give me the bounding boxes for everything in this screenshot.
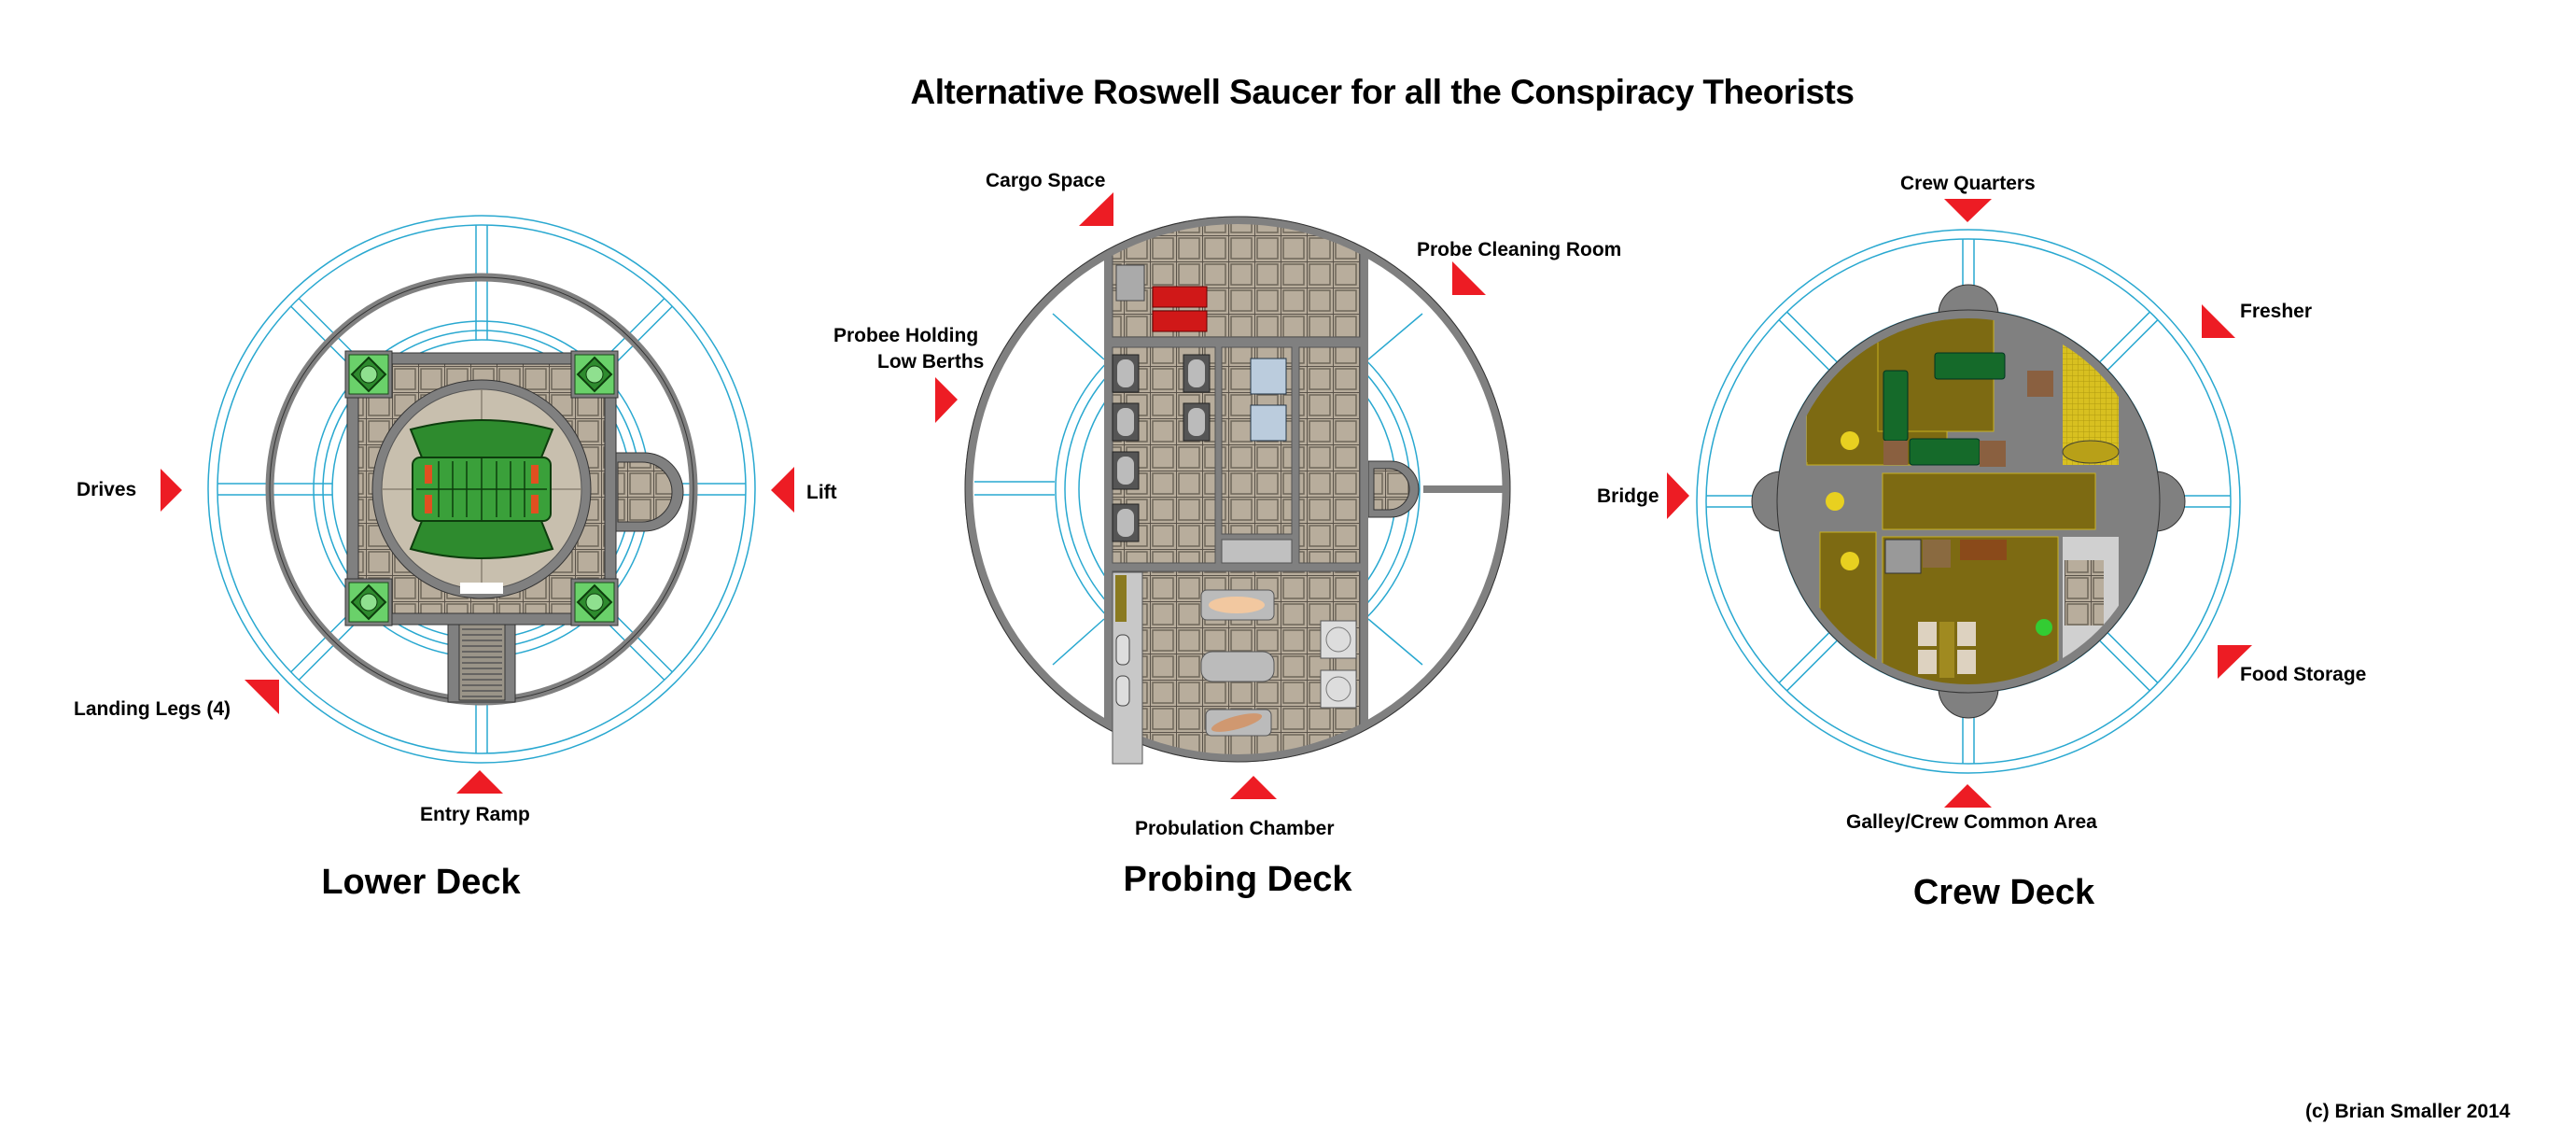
probulation-equipment <box>1112 571 1357 765</box>
central-corridor <box>1882 472 2096 530</box>
deck-title-lower: Lower Deck <box>321 863 521 902</box>
label-food-storage: Food Storage <box>2240 664 2367 685</box>
lower-deck-plan <box>207 215 756 764</box>
landing-legs <box>344 350 619 626</box>
drives <box>409 419 554 559</box>
hull-spoke <box>2099 311 2150 363</box>
label-entry-ramp: Entry Ramp <box>420 804 530 825</box>
crew-quarters-arrow-icon <box>1944 199 1992 222</box>
engine-bay-door <box>460 583 503 594</box>
label-galley: Galley/Crew Common Area <box>1846 811 2097 833</box>
label-bridge: Bridge <box>1597 485 1659 507</box>
lift-platform <box>1373 468 1410 511</box>
label-crew-quarters: Crew Quarters <box>1900 173 2036 194</box>
crew-deck-plan <box>1696 229 2241 774</box>
copyright-notice: (c) Brian Smaller 2014 <box>2305 1101 2511 1122</box>
food-storage-arrow-icon <box>2218 645 2252 679</box>
lift-platform <box>617 461 673 523</box>
hull-spoke <box>1786 640 1838 692</box>
deck-title-crew: Crew Deck <box>1912 873 2095 912</box>
label-probulation-chamber: Probulation Chamber <box>1135 818 1335 839</box>
hull-spoke <box>1778 632 1830 683</box>
landing-legs-arrow-icon <box>245 680 279 714</box>
galley-arrow-icon <box>1944 784 1992 808</box>
label-probe-cleaning-room: Probe Cleaning Room <box>1417 239 1622 260</box>
corridor <box>1298 346 1361 564</box>
hull-spoke <box>2099 640 2150 692</box>
cleaning-stations <box>1250 358 1287 442</box>
hull-spoke <box>1778 319 1830 371</box>
bridge-arrow-icon <box>1667 472 1689 519</box>
fresher-arrow-icon <box>2202 304 2235 338</box>
hull-spoke <box>2107 632 2159 683</box>
label-low-berths: Low Berths <box>877 351 985 373</box>
label-landing-legs: Landing Legs (4) <box>74 698 231 720</box>
lift-arrow-icon <box>771 467 794 513</box>
label-drives: Drives <box>77 479 137 500</box>
label-lift: Lift <box>806 482 837 503</box>
cargo-space-arrow-icon <box>1079 192 1113 226</box>
probing-deck-plan <box>964 216 1511 765</box>
hull-spoke <box>2107 319 2159 371</box>
probulation-chamber-arrow-icon <box>1230 776 1277 799</box>
probe-cleaning-arrow-icon <box>1452 261 1486 295</box>
crew-furniture <box>1826 352 2120 678</box>
deck-title-probing: Probing Deck <box>1123 860 1352 899</box>
hull-spoke <box>1786 311 1838 363</box>
label-fresher: Fresher <box>2240 301 2313 322</box>
low-berths <box>1112 354 1211 542</box>
drives-arrow-icon <box>161 469 182 512</box>
entry-ramp-arrow-icon <box>456 770 503 794</box>
page-title: Alternative Roswell Saucer for all the C… <box>910 73 1855 111</box>
label-probee-holding: Probee Holding <box>833 325 979 346</box>
label-cargo-space: Cargo Space <box>986 170 1106 191</box>
probee-holding-arrow-icon <box>935 377 958 423</box>
cargo-crates <box>1115 264 1208 332</box>
